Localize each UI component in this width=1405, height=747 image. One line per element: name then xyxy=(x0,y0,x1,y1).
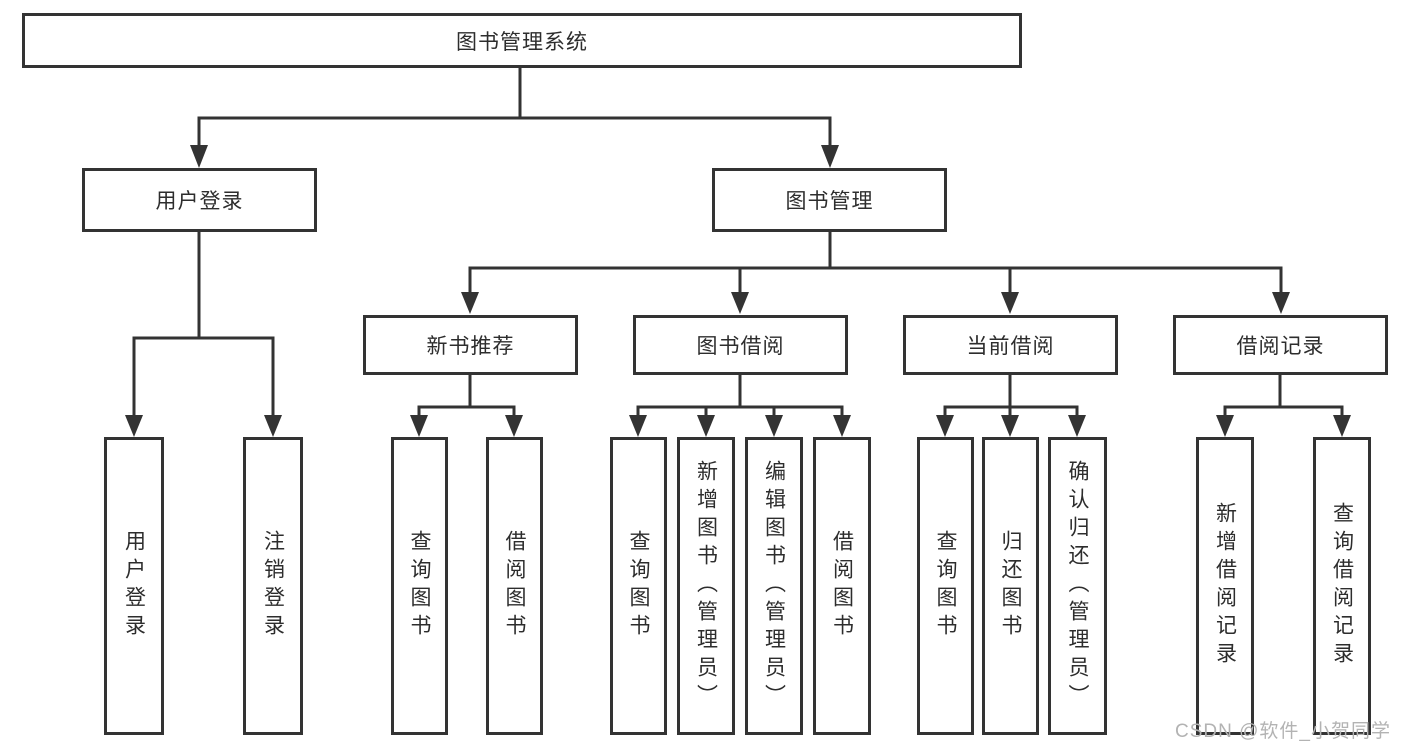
leaf-bb-add-books-admin: 新增图书（管理员） xyxy=(677,437,735,735)
csdn-watermark: CSDN @软件_小贺同学 xyxy=(1175,721,1391,742)
arrowhead xyxy=(629,415,647,437)
node-current-borrow: 当前借阅 xyxy=(903,315,1118,375)
node-book-borrow-label: 图书借阅 xyxy=(696,335,785,358)
connector-root-split xyxy=(197,66,832,148)
leaf-logout-label: 注销登录 xyxy=(261,530,285,642)
node-user-login-label: 用户登录 xyxy=(155,190,244,213)
arrowhead xyxy=(264,415,282,437)
leaf-cb-return-books-label: 归还图书 xyxy=(999,530,1022,642)
leaf-br-query-record: 查询借阅记录 xyxy=(1313,437,1371,735)
node-new-book-rec: 新书推荐 xyxy=(363,315,578,375)
leaf-cb-query-books: 查询图书 xyxy=(917,437,974,735)
leaf-bb-borrow-books: 借阅图书 xyxy=(813,437,871,735)
leaf-user-login-label: 用户登录 xyxy=(122,530,146,642)
leaf-bb-query-books: 查询图书 xyxy=(610,437,667,735)
leaf-bb-query-books-label: 查询图书 xyxy=(627,530,650,642)
arrowhead xyxy=(1001,415,1019,437)
node-current-borrow-label: 当前借阅 xyxy=(966,335,1055,358)
arrowhead xyxy=(936,415,954,437)
node-borrow-record: 借阅记录 xyxy=(1173,315,1388,375)
leaf-nb-borrow-books-label: 借阅图书 xyxy=(503,530,526,642)
arrowhead xyxy=(1216,415,1234,437)
arrowhead xyxy=(505,415,523,437)
leaf-logout: 注销登录 xyxy=(243,437,303,735)
arrowhead xyxy=(190,145,208,168)
leaf-cb-confirm-return-admin-label: 确认归还（管理员） xyxy=(1066,460,1089,712)
leaf-cb-confirm-return-admin: 确认归还（管理员） xyxy=(1048,437,1107,735)
node-new-book-rec-label: 新书推荐 xyxy=(426,335,515,358)
leaf-user-login: 用户登录 xyxy=(104,437,164,735)
leaf-bb-edit-books-admin: 编辑图书（管理员） xyxy=(745,437,803,735)
arrowhead xyxy=(1068,415,1086,437)
leaf-br-add-record: 新增借阅记录 xyxy=(1196,437,1254,735)
arrowhead xyxy=(765,415,783,437)
arrowhead xyxy=(731,292,749,314)
connector-borrow-record-split xyxy=(1223,373,1344,418)
connector-new-book-rec-split xyxy=(417,373,516,418)
node-book-borrow: 图书借阅 xyxy=(633,315,848,375)
node-borrow-record-label: 借阅记录 xyxy=(1236,335,1325,358)
leaf-cb-query-books-label: 查询图书 xyxy=(934,530,957,642)
leaf-nb-query-books-label: 查询图书 xyxy=(408,530,431,642)
connector-current-borrow-split xyxy=(943,373,1079,418)
node-root: 图书管理系统 xyxy=(22,13,1022,68)
arrowhead xyxy=(821,145,839,168)
leaf-br-query-record-label: 查询借阅记录 xyxy=(1330,502,1354,670)
connector-user-login-split xyxy=(132,230,275,418)
arrowhead xyxy=(461,292,479,314)
leaf-bb-borrow-books-label: 借阅图书 xyxy=(830,530,854,642)
arrowhead xyxy=(1272,292,1290,314)
leaf-bb-edit-books-admin-label: 编辑图书（管理员） xyxy=(762,460,786,712)
node-user-login: 用户登录 xyxy=(82,168,317,232)
node-book-mgmt: 图书管理 xyxy=(712,168,947,232)
leaf-cb-return-books: 归还图书 xyxy=(982,437,1039,735)
node-root-label: 图书管理系统 xyxy=(456,30,588,54)
leaf-bb-add-books-admin-label: 新增图书（管理员） xyxy=(694,460,718,712)
node-book-mgmt-label: 图书管理 xyxy=(785,190,874,213)
connector-book-mgmt-split xyxy=(468,230,1283,295)
arrowhead xyxy=(1001,292,1019,314)
arrowhead xyxy=(410,415,428,437)
arrowhead xyxy=(697,415,715,437)
leaf-nb-query-books: 查询图书 xyxy=(391,437,448,735)
leaf-nb-borrow-books: 借阅图书 xyxy=(486,437,543,735)
arrowhead xyxy=(125,415,143,437)
arrowhead xyxy=(833,415,851,437)
arrowhead xyxy=(1333,415,1351,437)
connector-book-borrow-split xyxy=(636,373,844,418)
leaf-br-add-record-label: 新增借阅记录 xyxy=(1213,502,1237,670)
